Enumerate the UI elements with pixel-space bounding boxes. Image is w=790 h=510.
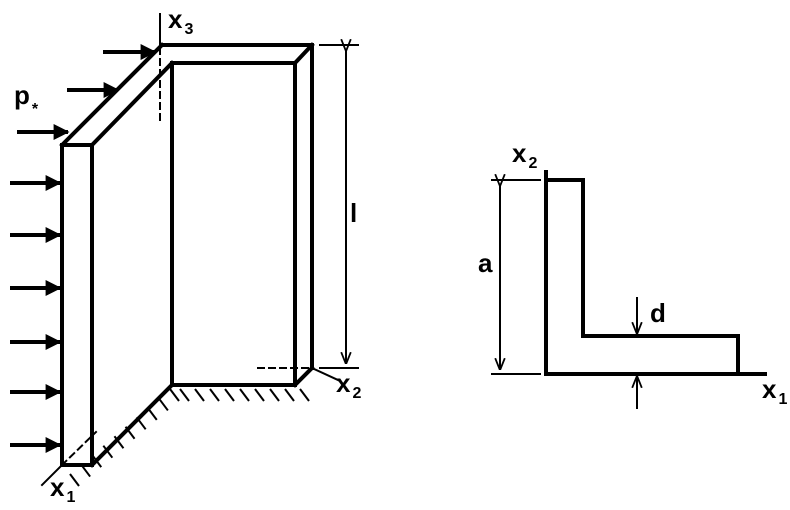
front-wall: [60, 143, 94, 467]
x2-letter-left: x: [336, 368, 351, 398]
hatch-mark: [299, 388, 310, 402]
height-dimension: [491, 180, 541, 375]
x1-letter-left: x: [50, 472, 65, 502]
x2-subscript-left: 2: [352, 385, 361, 402]
pressure-arrows: [10, 44, 157, 453]
top-front-edge: [59, 42, 175, 148]
hidden-lines: [60, 47, 313, 467]
hatch-mark: [169, 388, 180, 402]
clamped-support-hatching: [69, 388, 310, 487]
x1-subscript-left: 1: [66, 489, 75, 506]
hatch-mark: [209, 388, 220, 402]
x2-axis-line: [310, 366, 340, 382]
load-subscript: *: [32, 101, 39, 118]
thickness-label: d: [650, 298, 666, 328]
hatch-mark: [179, 388, 190, 402]
hatch-mark: [158, 397, 169, 412]
top-back-edge: [160, 42, 315, 66]
hatch-mark: [69, 473, 80, 487]
load-label: p*: [14, 80, 39, 118]
hatch-mark: [254, 388, 265, 402]
hatch-mark: [239, 388, 250, 402]
hatch-mark: [284, 388, 295, 402]
height-label: a: [478, 248, 493, 278]
hatch-mark: [80, 463, 91, 478]
hatch-mark: [113, 435, 125, 449]
load-letter: p: [14, 80, 30, 110]
x2-letter-right: x: [512, 138, 527, 168]
hatch-mark: [224, 388, 235, 402]
hatch-mark: [146, 407, 158, 421]
x1-axis-line: [40, 463, 64, 487]
l-section-outline: [544, 178, 740, 376]
hatch-mark: [124, 426, 136, 440]
hatch-mark: [269, 388, 280, 402]
hatch-mark: [102, 445, 114, 459]
back-wall: [170, 43, 315, 388]
hatch-mark: [194, 388, 205, 402]
bottom-edge: [89, 382, 175, 468]
hatch-mark: [135, 416, 147, 430]
x3-subscript: 3: [184, 21, 193, 38]
length-dimension: [319, 45, 359, 369]
x2-subscript-right: 2: [528, 155, 537, 172]
x1-letter-right: x: [762, 374, 777, 404]
x1-subscript-right: 1: [778, 391, 787, 408]
length-label: l: [350, 198, 357, 228]
x3-letter: x: [168, 4, 183, 34]
hatch-mark: [91, 454, 103, 468]
